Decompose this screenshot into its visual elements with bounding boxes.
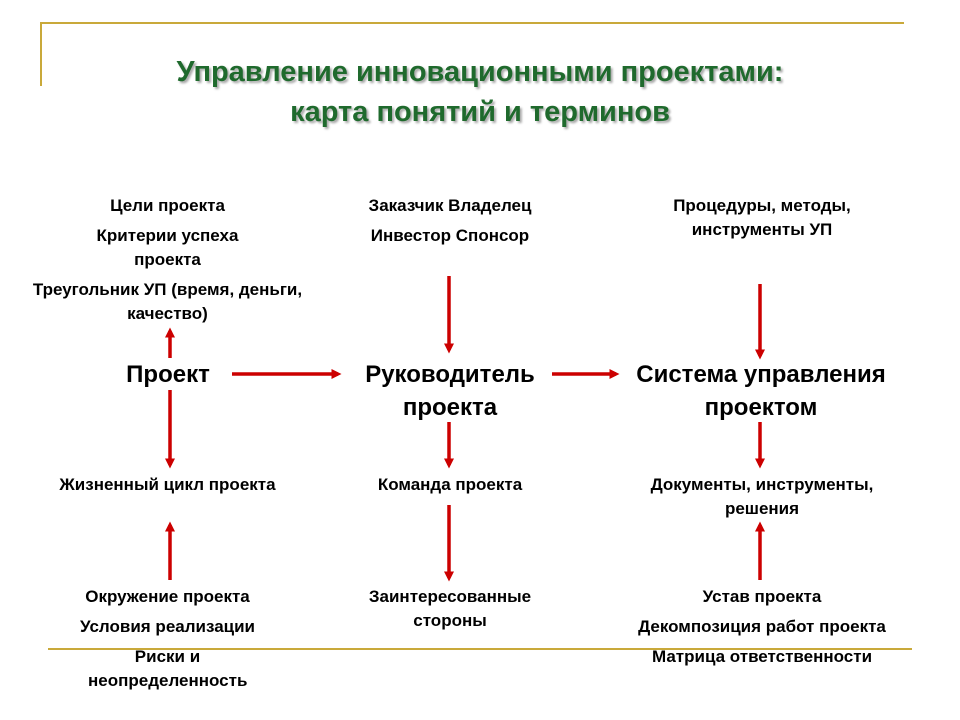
left-middle-block: Жизненный цикл проекта [50, 473, 285, 497]
node-management-system: Система управления проектом [610, 358, 912, 424]
center-bottom-block: Заинтересованные стороны [320, 585, 580, 633]
node-system-line-2: проектом [704, 394, 818, 421]
procedures-label: Процедуры, методы, инструменты УП [673, 196, 851, 239]
node-project-manager: Руководитель проекта [345, 358, 555, 424]
risks-label: Риски и неопределенность [88, 647, 248, 690]
stakeholders-label: Заинтересованные стороны [368, 587, 532, 630]
lifecycle-label: Жизненный цикл проекта [59, 475, 276, 494]
title-line-1: Управление инновационными проектами: [176, 56, 784, 88]
center-middle-block: Команда проекта [340, 473, 560, 497]
team-label: Команда проекта [377, 475, 523, 494]
responsibility-matrix-label: Матрица ответственности [651, 647, 873, 666]
conditions-label: Условия реализации [79, 617, 256, 636]
pm-triangle-label: Треугольник УП (время, деньги, качество) [32, 280, 303, 323]
environment-label: Окружение проекта [85, 587, 250, 606]
node-project-label: Проект [126, 361, 210, 388]
left-rule [40, 22, 42, 86]
charter-label: Устав проекта [702, 587, 822, 606]
center-top-block: Заказчик Владелец Инвестор Спонсор [340, 194, 560, 254]
node-system-line-1: Система управления [636, 361, 886, 388]
investor-sponsor-label: Инвестор Спонсор [370, 226, 530, 245]
documents-label: Документы, инструменты, решения [650, 475, 874, 518]
right-middle-block: Документы, инструменты, решения [615, 473, 909, 521]
goals-label: Цели проекта [110, 196, 225, 215]
wbs-label: Декомпозиция работ проекта [638, 617, 886, 636]
bottom-rule [48, 648, 912, 650]
right-top-block: Процедуры, методы, инструменты УП [630, 194, 894, 242]
right-bottom-block: Устав проекта Декомпозиция работ проекта… [600, 585, 924, 675]
left-top-block: Цели проекта Критерии успеха проекта Тре… [30, 194, 305, 332]
customer-owner-label: Заказчик Владелец [368, 196, 532, 215]
node-manager-line-1: Руководитель [365, 361, 535, 388]
node-manager-line-2: проекта [402, 394, 498, 421]
top-rule [40, 22, 904, 24]
success-criteria-label: Критерии успеха проекта [96, 226, 239, 269]
title-line-2: карта понятий и терминов [290, 96, 670, 128]
left-bottom-block: Окружение проекта Условия реализации Рис… [40, 585, 295, 699]
page-title: Управление инновационными проектами: кар… [40, 52, 920, 132]
node-project: Проект [88, 358, 248, 391]
